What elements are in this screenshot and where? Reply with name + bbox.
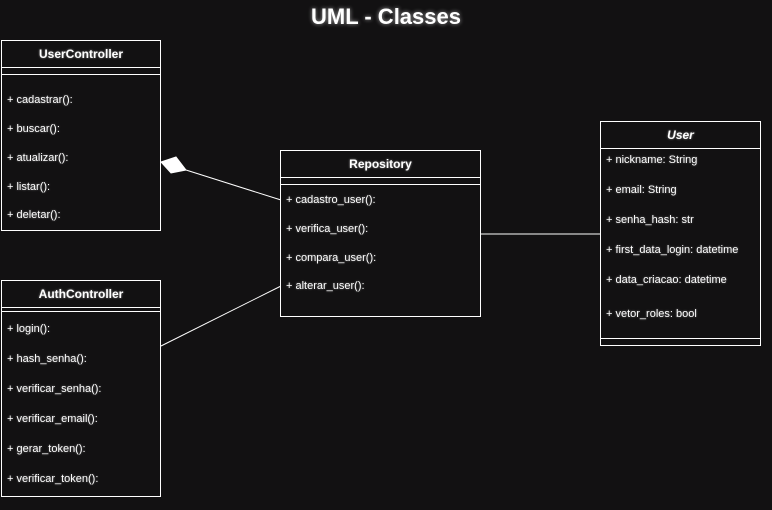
method-row: + verifica_user(): (286, 223, 369, 235)
attribute-row: + data_criacao: datetime (606, 274, 727, 286)
method-row: + compara_user(): (286, 252, 377, 264)
aggregation-diamond (160, 156, 187, 174)
attribute-row: + nickname: String (606, 154, 698, 166)
class-name-usercontroller: UserController (2, 41, 160, 68)
method-row: + cadastro_user(): (286, 194, 376, 206)
attribute-row: + vetor_roles: bool (606, 308, 697, 320)
attribute-row: + senha_hash: str (606, 214, 694, 226)
association-line-authcontroller-repository (160, 285, 282, 347)
methods-compartment-divider (601, 338, 760, 339)
attributes-compartment (281, 178, 480, 185)
method-row: + buscar(): (7, 123, 60, 135)
attributes-compartment (2, 308, 160, 312)
method-row: + cadastrar(): (7, 94, 73, 106)
diagram-title: UML - Classes (311, 4, 461, 29)
class-name-repository: Repository (281, 151, 480, 178)
method-row: + alterar_user(): (286, 280, 365, 292)
method-row: + login(): (7, 323, 51, 335)
class-name-user: User (601, 122, 760, 149)
attributes-compartment (2, 68, 160, 75)
class-repository[interactable]: Repository + cadastro_user(): + verifica… (280, 150, 481, 317)
class-usercontroller[interactable]: UserController + cadastrar(): + buscar()… (1, 40, 161, 231)
class-authcontroller[interactable]: AuthController + login(): + hash_senha()… (1, 280, 161, 497)
method-row: + verificar_email(): (7, 413, 98, 425)
method-row: + verificar_token(): (7, 473, 99, 485)
attribute-row: + email: String (606, 184, 677, 196)
method-row: + listar(): (7, 181, 51, 193)
method-row: + hash_senha(): (7, 353, 87, 365)
method-row: + verificar_senha(): (7, 383, 102, 395)
method-row: + atualizar(): (7, 152, 69, 164)
method-row: + gerar_token(): (7, 443, 86, 455)
method-row: + deletar(): (7, 209, 61, 221)
class-name-authcontroller: AuthController (2, 281, 160, 308)
aggregation-line-usercontroller-repository (185, 169, 282, 201)
attribute-row: + first_data_login: datetime (606, 244, 739, 256)
class-user[interactable]: User + nickname: String + email: String … (600, 121, 761, 346)
